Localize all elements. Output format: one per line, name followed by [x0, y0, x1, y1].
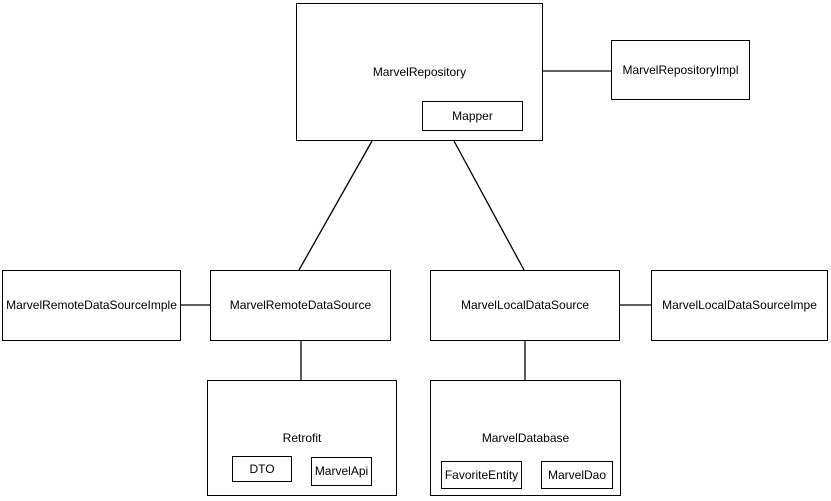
node-marvel-remote-data-source-imple-label: MarvelRemoteDataSourceImple	[6, 298, 177, 313]
edge-repository-to-localdatasource	[453, 140, 525, 271]
node-mapper-label: Mapper	[452, 108, 493, 123]
node-marvel-api: MarvelApi	[311, 457, 372, 486]
node-dto: DTO	[232, 456, 292, 482]
edge-repository-to-remotedatasource	[298, 140, 373, 271]
node-marvel-dao-label: MarvelDao	[547, 467, 607, 482]
node-marvel-local-data-source-label: MarvelLocalDataSource	[460, 298, 590, 313]
node-marvel-local-data-source-impe: MarvelLocalDataSourceImpe	[651, 270, 828, 341]
node-favorite-entity: FavoriteEntity	[441, 461, 522, 489]
node-mapper: Mapper	[422, 101, 523, 131]
node-favorite-entity-label: FavoriteEntity	[444, 467, 519, 482]
node-marvel-database: MarvelDatabase FavoriteEntity MarvelDao	[430, 380, 621, 496]
node-marvel-repository-label: MarvelRepository	[372, 64, 467, 79]
node-marvel-repository: MarvelRepository Mapper	[296, 3, 543, 141]
node-marvel-remote-data-source-label: MarvelRemoteDataSource	[229, 298, 372, 313]
node-marvel-repository-impl: MarvelRepositoryImpl	[611, 40, 750, 100]
node-marvel-database-label: MarvelDatabase	[481, 430, 570, 445]
node-dto-label: DTO	[249, 461, 275, 476]
node-marvel-remote-data-source: MarvelRemoteDataSource	[210, 270, 391, 341]
node-retrofit: Retrofit DTO MarvelApi	[207, 380, 397, 496]
node-marvel-remote-data-source-imple: MarvelRemoteDataSourceImple	[2, 270, 181, 341]
node-marvel-local-data-source-impe-label: MarvelLocalDataSourceImpe	[662, 298, 817, 313]
node-marvel-api-label: MarvelApi	[314, 464, 369, 479]
node-marvel-repository-impl-label: MarvelRepositoryImpl	[622, 62, 739, 77]
node-marvel-dao: MarvelDao	[541, 461, 613, 489]
node-marvel-local-data-source: MarvelLocalDataSource	[430, 270, 620, 341]
node-retrofit-label: Retrofit	[282, 430, 322, 445]
